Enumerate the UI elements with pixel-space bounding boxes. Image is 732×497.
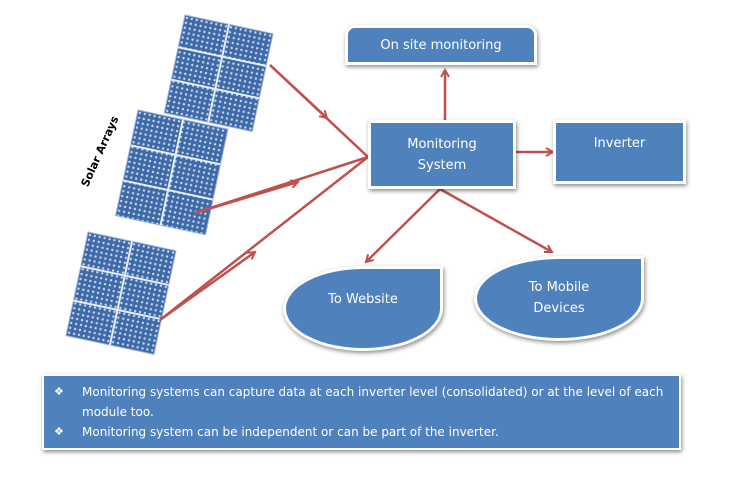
inverter-label: Inverter: [593, 136, 646, 151]
monitoring-system-label-line2: System: [417, 157, 467, 173]
arrow-panel2-mid: [194, 182, 298, 215]
website-label: To Website: [328, 292, 398, 307]
note-text: Monitoring system can be independent or …: [82, 425, 499, 439]
monitoring-system-label-line1: Monitoring: [407, 136, 477, 152]
arrow-panel3-to-monitoring: [159, 156, 369, 321]
note-item: ❖ Monitoring system can be independent o…: [54, 422, 669, 442]
solar-panel-2: [114, 109, 229, 236]
note-text: Monitoring systems can capture data at e…: [82, 385, 664, 419]
monitoring-system-node: Monitoring System: [368, 120, 516, 189]
mobile-devices-node: To Mobile Devices: [474, 256, 644, 341]
diamond-bullet-icon: ❖: [54, 385, 64, 398]
arrow-to-mobile: [439, 187, 552, 254]
arrow-to-website: [366, 188, 441, 262]
on-site-monitoring-node: On site monitoring: [345, 25, 537, 65]
solar-panel-1: [163, 14, 274, 133]
notes-box: ❖ Monitoring systems can capture data at…: [42, 374, 681, 450]
on-site-monitoring-label: On site monitoring: [380, 37, 502, 53]
website-node: To Website: [283, 266, 443, 351]
solar-panel-3: [65, 231, 177, 355]
note-item: ❖ Monitoring systems can capture data at…: [54, 382, 669, 422]
inverter-node: Inverter: [553, 120, 686, 184]
arrow-panel1-mid: [269, 64, 327, 118]
mobile-label-line1: To Mobile: [528, 280, 590, 295]
mobile-label-line2: Devices: [533, 301, 585, 316]
arrow-panel3-mid: [159, 252, 255, 322]
diamond-bullet-icon: ❖: [54, 425, 64, 438]
